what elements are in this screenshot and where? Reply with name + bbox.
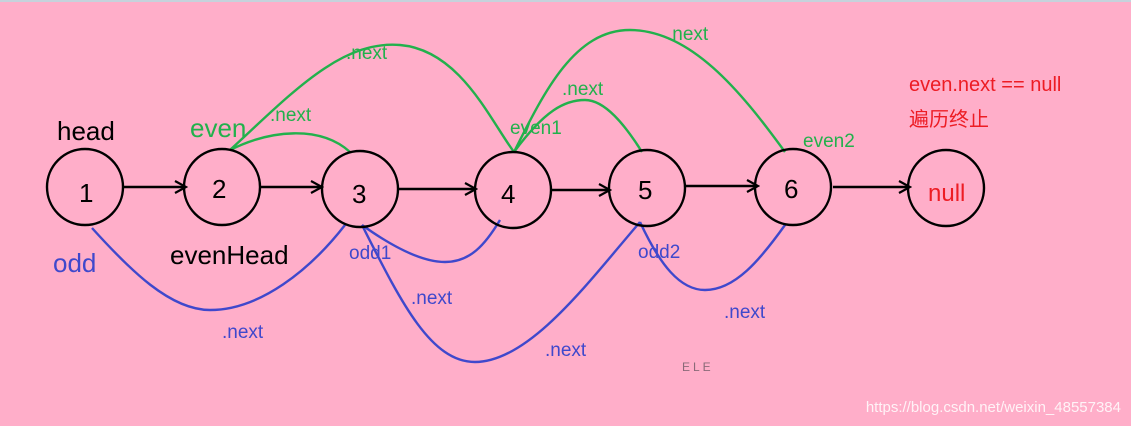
even-curve-2-to-4: [229, 43, 515, 153]
even2-label: even2: [803, 131, 855, 152]
watermark: https://blog.csdn.net/weixin_48557384: [866, 399, 1121, 416]
odd-curve-5-to-6: [638, 221, 786, 292]
center-mark: ELE: [682, 360, 714, 374]
even-head-label: evenHead: [170, 240, 289, 270]
termination-condition: even.next == null: [909, 74, 1061, 96]
node-2-value: 2: [212, 174, 226, 204]
odd-curve-3-to-5: [360, 221, 641, 364]
even-label: even: [190, 113, 246, 143]
node-null: [906, 148, 986, 228]
node-5: [607, 148, 687, 228]
even-curve-4-to-5: [513, 98, 644, 153]
node-4: [473, 150, 553, 230]
odd2-label: odd2: [638, 242, 680, 263]
even-curve-4-to-6: [512, 28, 786, 153]
node-null-value: null: [928, 180, 965, 207]
odd-curve-3-to-4: [361, 219, 502, 264]
odd-curve-1-to-3: [91, 224, 346, 312]
node-3: [320, 149, 400, 229]
next-label-green-top: .next: [346, 43, 388, 64]
odd1-label: odd1: [349, 243, 391, 264]
node-2: [182, 147, 262, 227]
odd-label: odd: [53, 248, 96, 278]
odd-curves: [91, 219, 786, 364]
nodes: [45, 147, 986, 230]
node-6-value: 6: [784, 174, 798, 204]
next-label-blue-5-6: .next: [724, 302, 766, 323]
node-3-value: 3: [352, 179, 366, 209]
next-label-green-right-top: .next: [667, 24, 709, 45]
even-curve-2-to-3: [229, 132, 351, 153]
next-label-green-2-3: .next: [270, 105, 312, 126]
next-label-green-4-5: .next: [562, 79, 604, 100]
node-4-value: 4: [501, 179, 515, 209]
node-5-value: 5: [638, 175, 652, 205]
node-6: [753, 147, 833, 227]
next-label-blue-1-3: .next: [222, 322, 264, 343]
termination-note: 遍历终止: [909, 107, 989, 131]
top-border: [0, 0, 1131, 2]
even-curves: [229, 28, 786, 153]
next-label-blue-3-4: .next: [411, 288, 453, 309]
node-1-value: 1: [79, 178, 93, 208]
node-1: [45, 147, 125, 227]
next-label-blue-3-5: .next: [545, 340, 587, 361]
head-label: head: [57, 116, 115, 146]
even1-label: even1: [510, 118, 562, 139]
next-arrows: [124, 186, 909, 190]
